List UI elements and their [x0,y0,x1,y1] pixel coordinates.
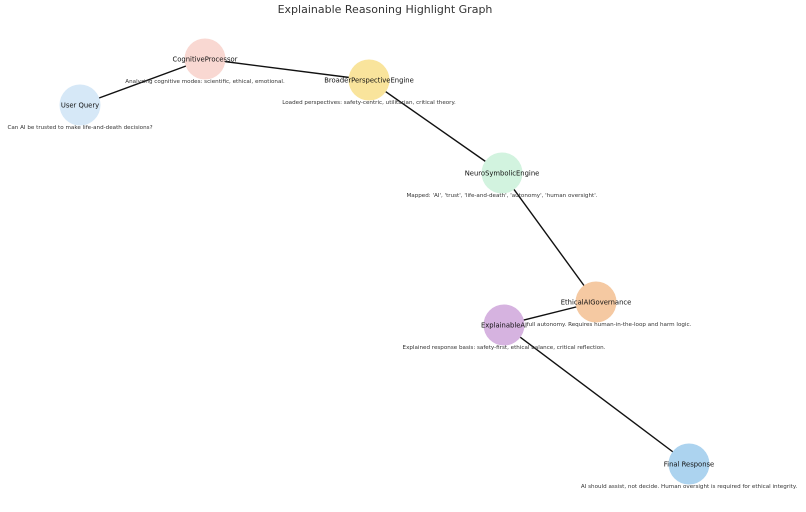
node-description: AI should assist, not decide. Human over… [581,484,797,490]
node-label: CognitiveProcessor [173,55,238,63]
edge-neuro-to-ethical [501,172,597,303]
node-description: Explained response basis: safety-first, … [403,345,606,351]
node-label: Final Response [664,460,714,468]
graph-title: Explainable Reasoning Highlight Graph [278,3,493,16]
node-description: Mapped: 'AI', 'trust', 'life-and-death',… [406,193,597,199]
node-label: NeuroSymbolicEngine [465,169,540,177]
node-description: Loaded perspectives: safety-centric, uti… [282,100,456,106]
node-circle [184,38,226,80]
node-label: ExplainableAI [481,321,527,329]
node-final: Final Response AI should assist, not deci… [581,443,797,490]
node-circle [59,84,101,126]
node-circle [483,304,525,346]
node-circle [668,443,710,485]
graph-edges [79,58,690,465]
node-description: Can AI be trusted to make life-and-death… [7,125,152,131]
node-circle [575,281,617,323]
node-description: Flagged: full autonomy. Requires human-i… [501,322,692,328]
node-label: EthicalAIGovernance [561,298,632,306]
edge-cognitive-to-broader [204,58,370,81]
edge-user_query-to-cognitive [79,58,206,106]
node-label: BroaderPerspectiveEngine [324,76,414,84]
edge-broader-to-neuro [368,79,503,174]
node-label: User Query [61,101,99,109]
node-description: Analyzing cognitive modes: scientific, e… [125,79,285,85]
node-explainable: ExplainableAI Explained response basis: s… [403,304,606,351]
edge-explainable-to-final [503,324,690,465]
node-circle [348,59,390,101]
node-circle [481,152,523,194]
